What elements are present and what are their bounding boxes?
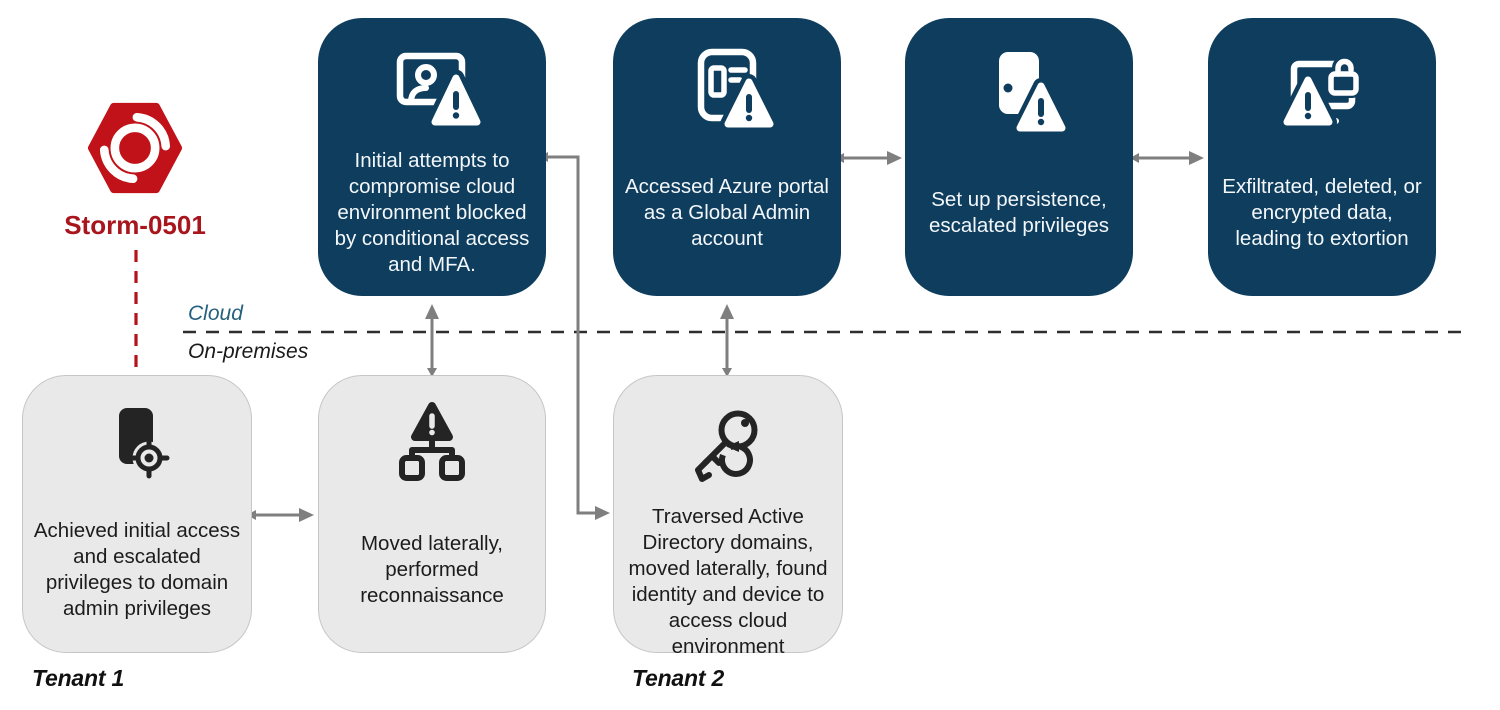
cloud-step-initial-attempts-blocked: Initial attempts to compromise cloud env… [318, 18, 546, 296]
key-rotate-icon [676, 400, 780, 500]
tenant2-label: Tenant 2 [632, 665, 725, 691]
cloud-step-accessed-azure-portal: Accessed Azure portal as a Global Admin … [613, 18, 841, 296]
on-premises-environment-label: On-premises [188, 340, 309, 363]
step-text: Exfiltrated, deleted, or encrypted data,… [1222, 175, 1422, 250]
monitor-unlock-warning-icon [1270, 42, 1374, 142]
cloud-step-exfiltration-extortion: Exfiltrated, deleted, or encrypted data,… [1208, 18, 1436, 296]
step-text: Achieved initial access and escalated pr… [33, 519, 241, 620]
step-text: Traversed Active Directory domains, move… [628, 505, 828, 658]
onprem-step-traversed-ad: Traversed Active Directory domains, move… [613, 375, 843, 658]
network-tree-warning-icon [380, 400, 484, 500]
step-text: Set up persistence, escalated privileges [928, 188, 1110, 237]
monitor-user-warning-icon [380, 42, 484, 142]
device-target-icon [85, 400, 189, 500]
id-card-warning-icon [967, 42, 1071, 142]
threat-actor: Storm-0501 [35, 100, 235, 241]
step-text: Moved laterally, performed reconnaissanc… [360, 532, 504, 607]
onprem-step-initial-access: Achieved initial access and escalated pr… [22, 375, 252, 653]
portal-warning-icon [675, 42, 779, 142]
cloud-step-persistence-escalation: Set up persistence, escalated privileges [905, 18, 1133, 296]
step-text: Accessed Azure portal as a Global Admin … [625, 175, 829, 250]
step-text: Initial attempts to compromise cloud env… [334, 149, 530, 276]
storm-0501-icon [87, 102, 183, 194]
tenant1-label: Tenant 1 [32, 665, 125, 691]
onprem-step-lateral-recon: Moved laterally, performed reconnaissanc… [318, 375, 546, 653]
connector-cloud1-to-tenant2 [539, 152, 610, 520]
threat-actor-name: Storm-0501 [64, 210, 206, 240]
cloud-environment-label: Cloud [188, 302, 243, 325]
